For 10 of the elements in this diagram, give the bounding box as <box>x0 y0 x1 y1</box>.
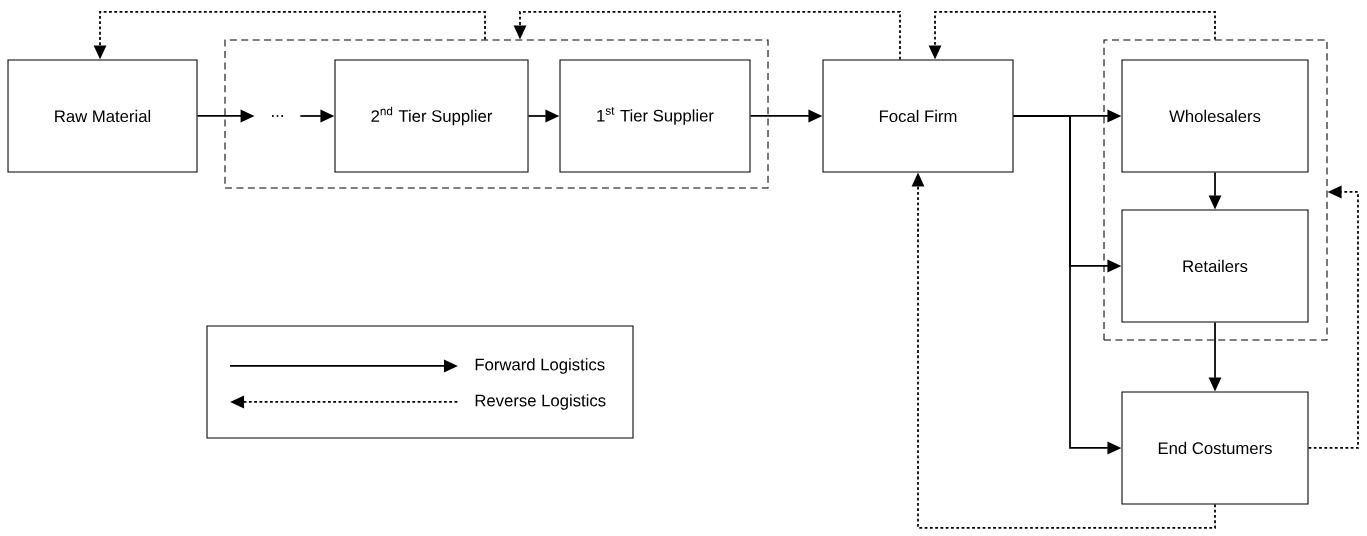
process-box: Retailers <box>1121 209 1309 323</box>
process-box: End Costumers <box>1121 391 1309 505</box>
ellipsis-text: ... <box>272 115 283 117</box>
process-box: Raw Material <box>7 59 198 173</box>
process-box: 2$^{nd}$ Tier Supplier <box>334 59 529 173</box>
legend-text: Forward Logistics <box>475 358 605 374</box>
legend-text: Reverse Logistics <box>475 394 606 410</box>
process-box: Focal Firm <box>822 59 1014 173</box>
process-box: 1$^{st}$ Tier Supplier <box>559 59 751 173</box>
process-box: Wholesalers <box>1121 59 1309 173</box>
